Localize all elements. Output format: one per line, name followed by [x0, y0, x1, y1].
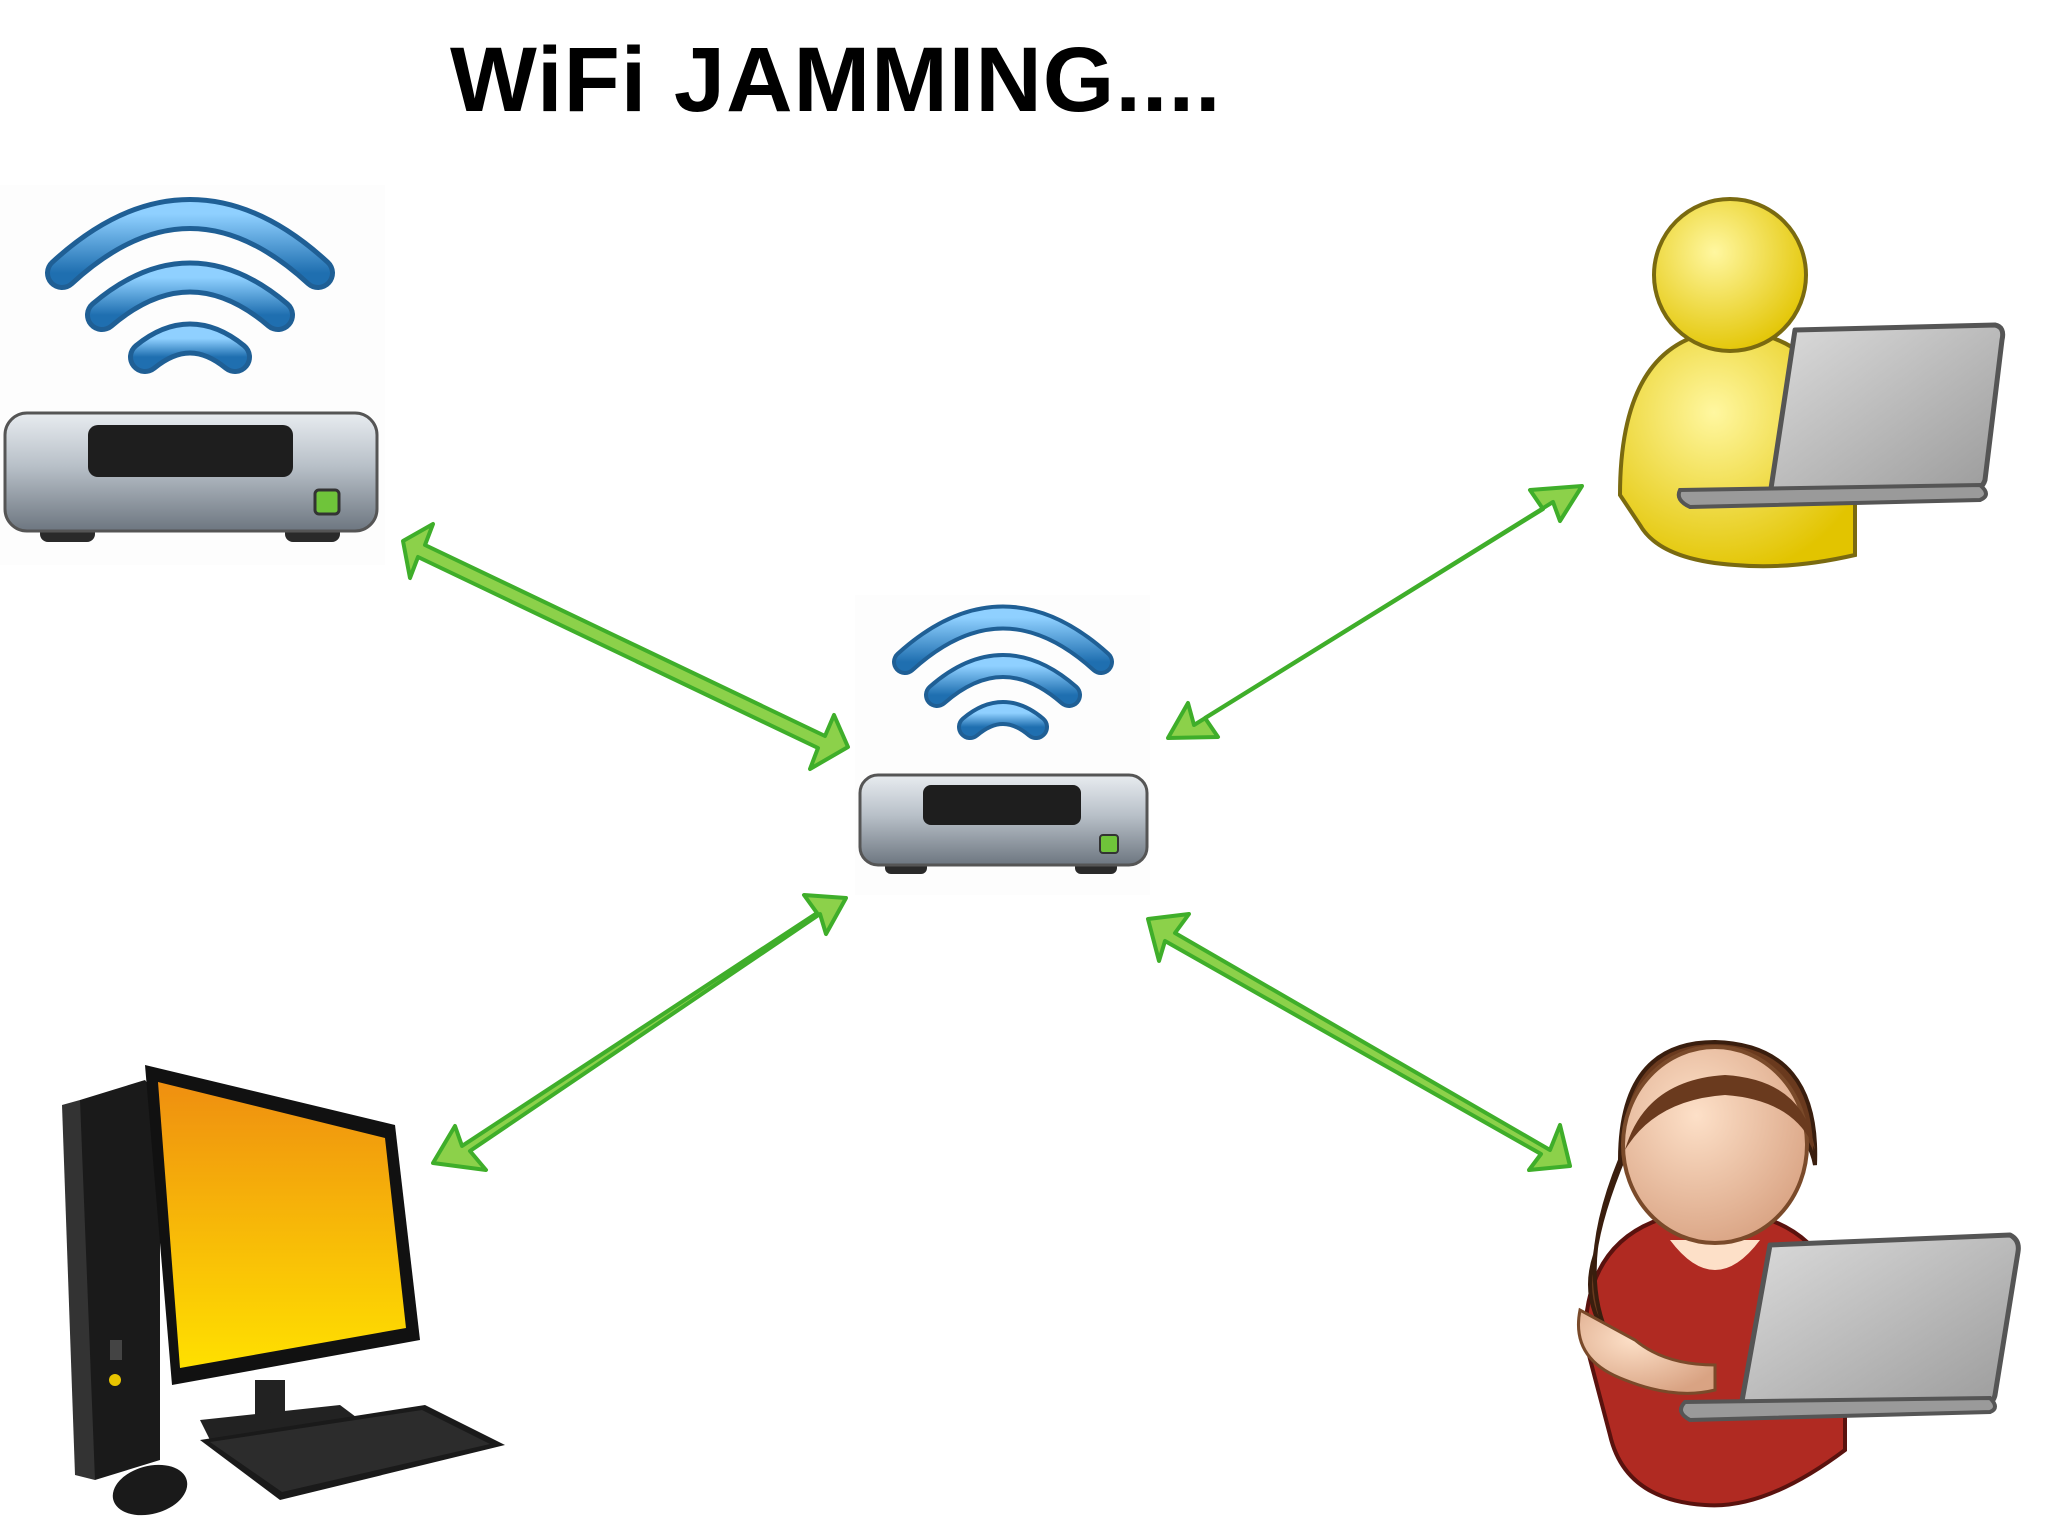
- wifi-waves-icon: [45, 197, 335, 374]
- desktop-computer: [62, 1065, 505, 1516]
- laptop-icon: [1676, 322, 2006, 510]
- arrow-desktop: [431, 893, 848, 1172]
- arm-icon: [1577, 1307, 1717, 1395]
- wifi-waves-icon: [892, 604, 1114, 740]
- arrow-woman: [1146, 912, 1572, 1172]
- laptop-icon: [1679, 1232, 2021, 1423]
- keyboard-icon: [200, 1405, 505, 1500]
- computer-tower-icon: [62, 1080, 160, 1480]
- user-head-icon: [1652, 197, 1808, 353]
- page-title: WiFi JAMMING....: [450, 29, 1222, 131]
- wifi-router-left: [0, 185, 385, 565]
- user-yellow-laptop: [1617, 197, 2006, 569]
- router-body-icon: [3, 411, 379, 542]
- router-body-icon: [858, 773, 1149, 874]
- wifi-router-center: [855, 595, 1150, 895]
- connection-arrows: [401, 484, 1584, 1172]
- arrow-user-yellow: [1166, 484, 1584, 740]
- woman-laptop: [1577, 1039, 2021, 1508]
- monitor-icon: [145, 1065, 420, 1440]
- arrow-router-left: [401, 522, 850, 771]
- mouse-icon: [112, 1464, 188, 1516]
